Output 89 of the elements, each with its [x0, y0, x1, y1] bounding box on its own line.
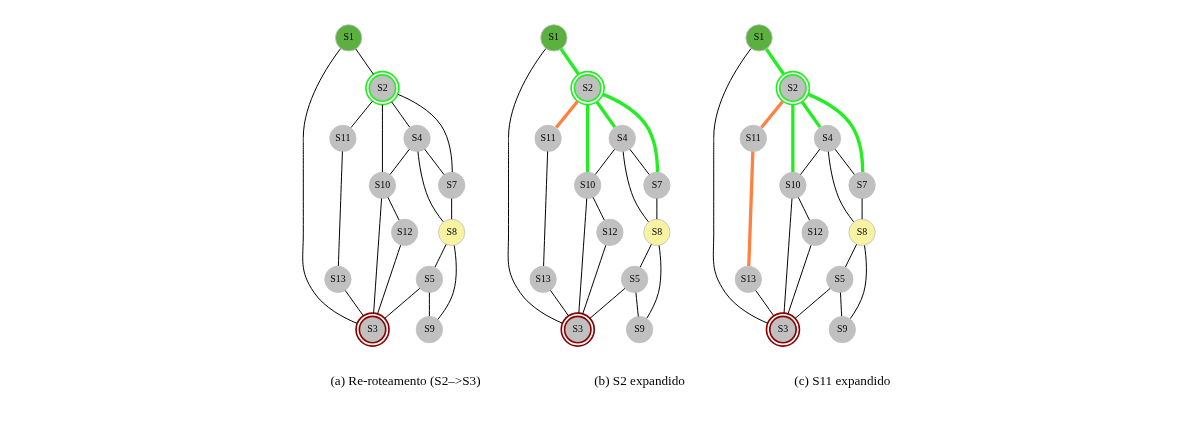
connector: [759, 100, 784, 129]
connector: [807, 92, 864, 173]
node-circle: S10: [573, 171, 601, 199]
connector: [655, 198, 657, 220]
connector: [797, 196, 810, 221]
connector: [594, 148, 615, 175]
node-circle: S11: [328, 124, 356, 152]
connector: [645, 244, 661, 319]
node-circle: S12: [595, 218, 623, 246]
connector: [372, 198, 382, 314]
node-circle: S13: [529, 265, 557, 293]
connector: [450, 198, 452, 220]
node-circle: S8: [642, 218, 670, 246]
connector: [581, 244, 606, 315]
node-circle: S5: [415, 265, 443, 293]
connector: [549, 289, 569, 317]
connector: [416, 151, 444, 223]
connector: [350, 100, 373, 129]
node-circle: S7: [642, 171, 670, 199]
connector: [790, 104, 794, 173]
connector: [839, 292, 842, 317]
connector: [376, 244, 401, 315]
node-circle: S9: [415, 316, 443, 344]
connector: [602, 92, 659, 173]
node-circle: S11: [739, 124, 767, 152]
connector: [794, 287, 831, 319]
label: (a) Re-roteamento (S2–>S3): [329, 372, 481, 388]
connector: [577, 198, 587, 314]
node-circle: S13: [734, 265, 762, 293]
node-circle: S4: [608, 124, 636, 152]
connector: [634, 292, 639, 317]
connector: [344, 289, 364, 317]
connector: [787, 244, 812, 315]
node-circle: S4: [402, 124, 431, 152]
node-circle: S7: [437, 171, 465, 199]
connector: [390, 101, 410, 128]
connector: [585, 104, 589, 173]
connector: [834, 148, 855, 175]
connector: [507, 48, 563, 324]
connector: [434, 243, 447, 268]
node-circle: S9: [828, 316, 856, 344]
node-circle: S4: [813, 124, 841, 152]
connector: [754, 289, 774, 317]
node-circle: S8: [437, 218, 465, 246]
connector: [301, 48, 357, 324]
node-circle: S11: [534, 124, 562, 152]
connector: [381, 104, 383, 173]
node-circle: S10: [368, 171, 396, 199]
label: (c) S11 expandido: [793, 372, 890, 388]
connector: [554, 100, 579, 129]
connector: [592, 196, 605, 221]
connector: [639, 243, 652, 268]
connector: [337, 151, 343, 267]
connector: [354, 48, 374, 75]
connector: [423, 148, 444, 175]
label: (b) S2 expandido: [593, 372, 685, 388]
connector: [783, 198, 792, 314]
connector: [389, 148, 410, 175]
connector: [628, 148, 650, 175]
node-circle: S7: [848, 171, 876, 199]
node-circle: S12: [801, 218, 829, 246]
connector: [386, 196, 400, 221]
connector: [764, 48, 785, 76]
node-circle: S1: [539, 24, 567, 52]
connector: [712, 48, 768, 324]
connector: [436, 245, 457, 320]
connector: [559, 48, 580, 76]
connector: [849, 244, 867, 320]
node-circle: S8: [848, 218, 876, 246]
connector: [800, 101, 821, 129]
connector: [799, 148, 820, 175]
connector: [428, 292, 430, 317]
node-circle: S5: [620, 265, 648, 293]
connector: [542, 151, 548, 267]
node-circle: S12: [390, 218, 418, 246]
node-circle: S9: [625, 316, 653, 344]
connector: [595, 101, 616, 129]
connector: [827, 151, 854, 223]
node-circle: S5: [825, 265, 853, 293]
connector: [844, 243, 857, 268]
connector: [746, 151, 754, 267]
node-circle: S1: [744, 24, 773, 52]
connector: [383, 287, 420, 319]
connector: [622, 151, 649, 223]
node-circle: S13: [323, 265, 352, 293]
node-circle: S10: [778, 171, 806, 199]
connector: [396, 93, 453, 173]
connector: [589, 287, 625, 319]
node-circle: S1: [334, 24, 362, 52]
